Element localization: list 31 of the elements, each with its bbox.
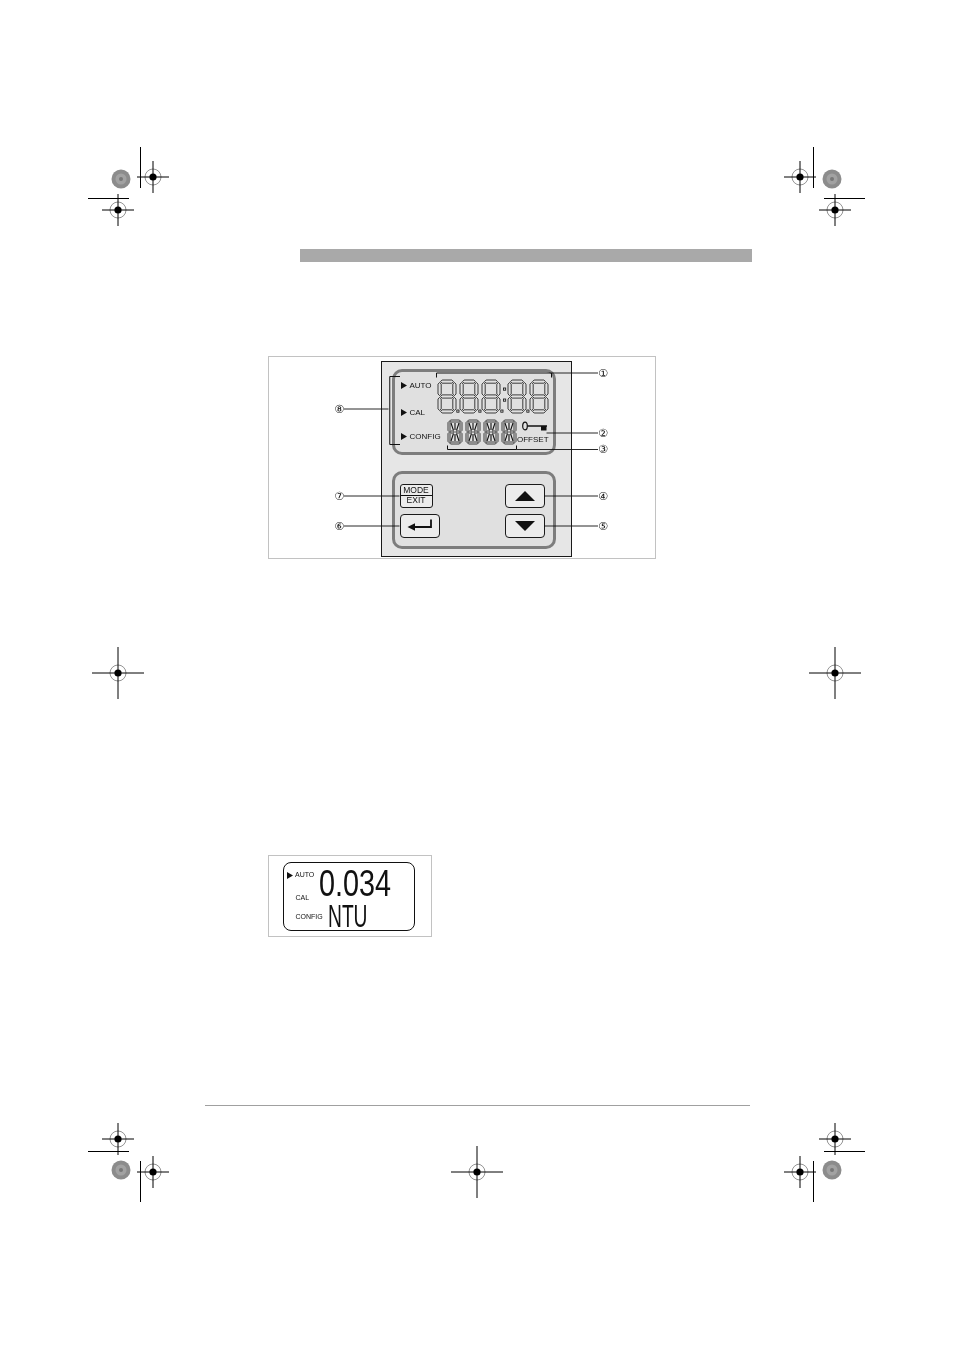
leader-line [544,525,599,527]
down-button [504,513,545,538]
leader-line [551,372,599,374]
callout-number: ⑤ [598,519,608,533]
callout-number: ② [598,426,608,440]
lcd-window [391,368,556,455]
leader-line [516,449,599,450]
mode-label: AUTO [409,380,432,391]
leader-line [544,495,599,497]
leader-line [343,525,400,527]
unit-label: NTU [327,904,367,929]
lcd-display [283,862,415,931]
callout-number: ⑦ [334,489,344,503]
mode-label: CAL [409,407,426,418]
enter-button [399,513,440,538]
up-button [504,483,545,508]
leader-line [343,408,389,410]
mode-label: CONFIG [409,431,441,442]
leader-line [343,495,400,497]
callout-number: ③ [598,443,608,456]
leader-line [546,432,599,434]
display-reading: 0.034 [318,869,391,898]
key-icon [521,420,547,434]
device-front-panel [381,361,572,557]
callout-number: ① [598,366,608,380]
callout-number: ④ [598,489,608,503]
callout-number: ⑥ [334,519,344,533]
mode-exit-button: MODE EXIT [399,483,433,508]
indicator-label: OFFSET [517,435,549,445]
callout-number: ⑧ [334,402,344,416]
keypad-panel [391,470,556,549]
